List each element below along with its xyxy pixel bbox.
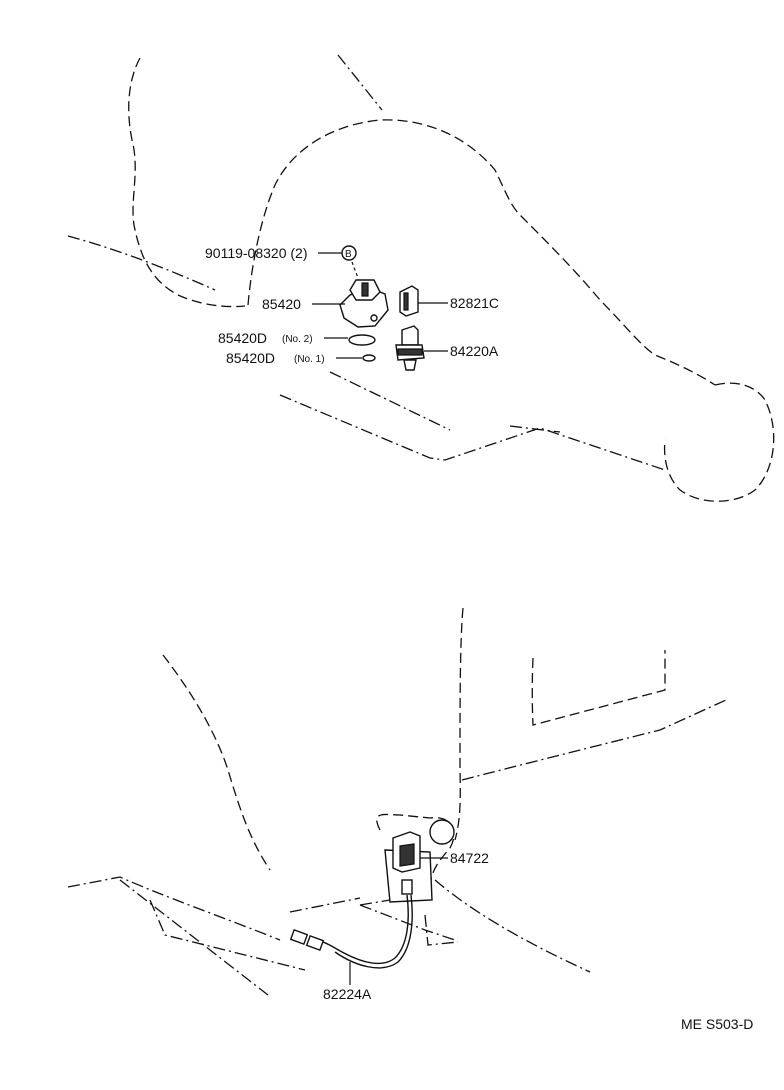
bolt-symbol: B	[318, 245, 359, 279]
switch-part	[395, 325, 448, 371]
wire-harness-part	[289, 894, 413, 985]
label-connector: 82821C	[450, 295, 499, 311]
connector-part	[399, 285, 448, 317]
label-oring1-note: (No. 1)	[294, 354, 325, 365]
label-harness: 82224A	[323, 986, 372, 1002]
label-oring2-note: (No. 2)	[282, 334, 313, 345]
label-bolt: 90119-08320 (2)	[205, 245, 307, 261]
label-lever-switch: 84722	[450, 850, 489, 866]
lever-switch-part	[392, 831, 448, 895]
diagram-code: ME S503-D	[681, 1016, 753, 1032]
oring-no2	[324, 334, 376, 346]
speed-sensor-part	[312, 279, 389, 328]
label-oring2-part: 85420D	[218, 330, 267, 346]
label-oring1-part: 85420D	[226, 350, 275, 366]
oring-no1	[336, 354, 376, 362]
label-switch: 84220A	[450, 343, 499, 359]
floor-outline	[67, 607, 727, 996]
svg-text:B: B	[345, 249, 352, 260]
label-sensor: 85420	[262, 296, 301, 312]
transmission-outline	[67, 54, 775, 502]
